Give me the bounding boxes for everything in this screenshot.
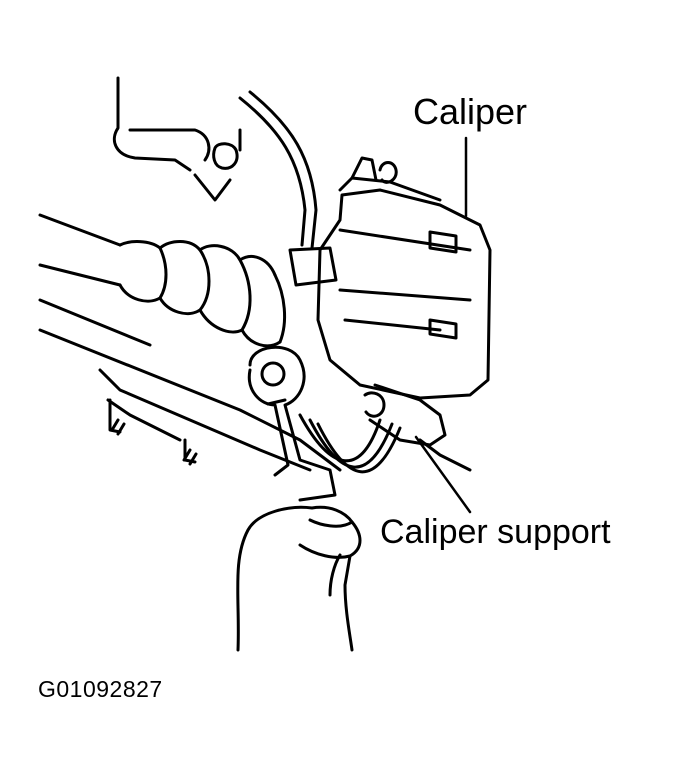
- caliper-support-leader: [414, 435, 472, 514]
- ratchet-wrench: [247, 345, 337, 502]
- brake-rotor: [298, 413, 402, 474]
- caliper-support-label: Caliper support: [380, 513, 611, 551]
- drive-shaft: [38, 213, 286, 348]
- caliper-label: Caliper: [413, 91, 528, 132]
- hand: [236, 505, 362, 652]
- caliper-support: [363, 383, 472, 472]
- caliper-body: [316, 156, 492, 400]
- figure-id: G01092827: [38, 676, 163, 702]
- leader-lines: [414, 136, 472, 514]
- control-arm: [38, 298, 342, 472]
- brake-hose: [112, 76, 338, 287]
